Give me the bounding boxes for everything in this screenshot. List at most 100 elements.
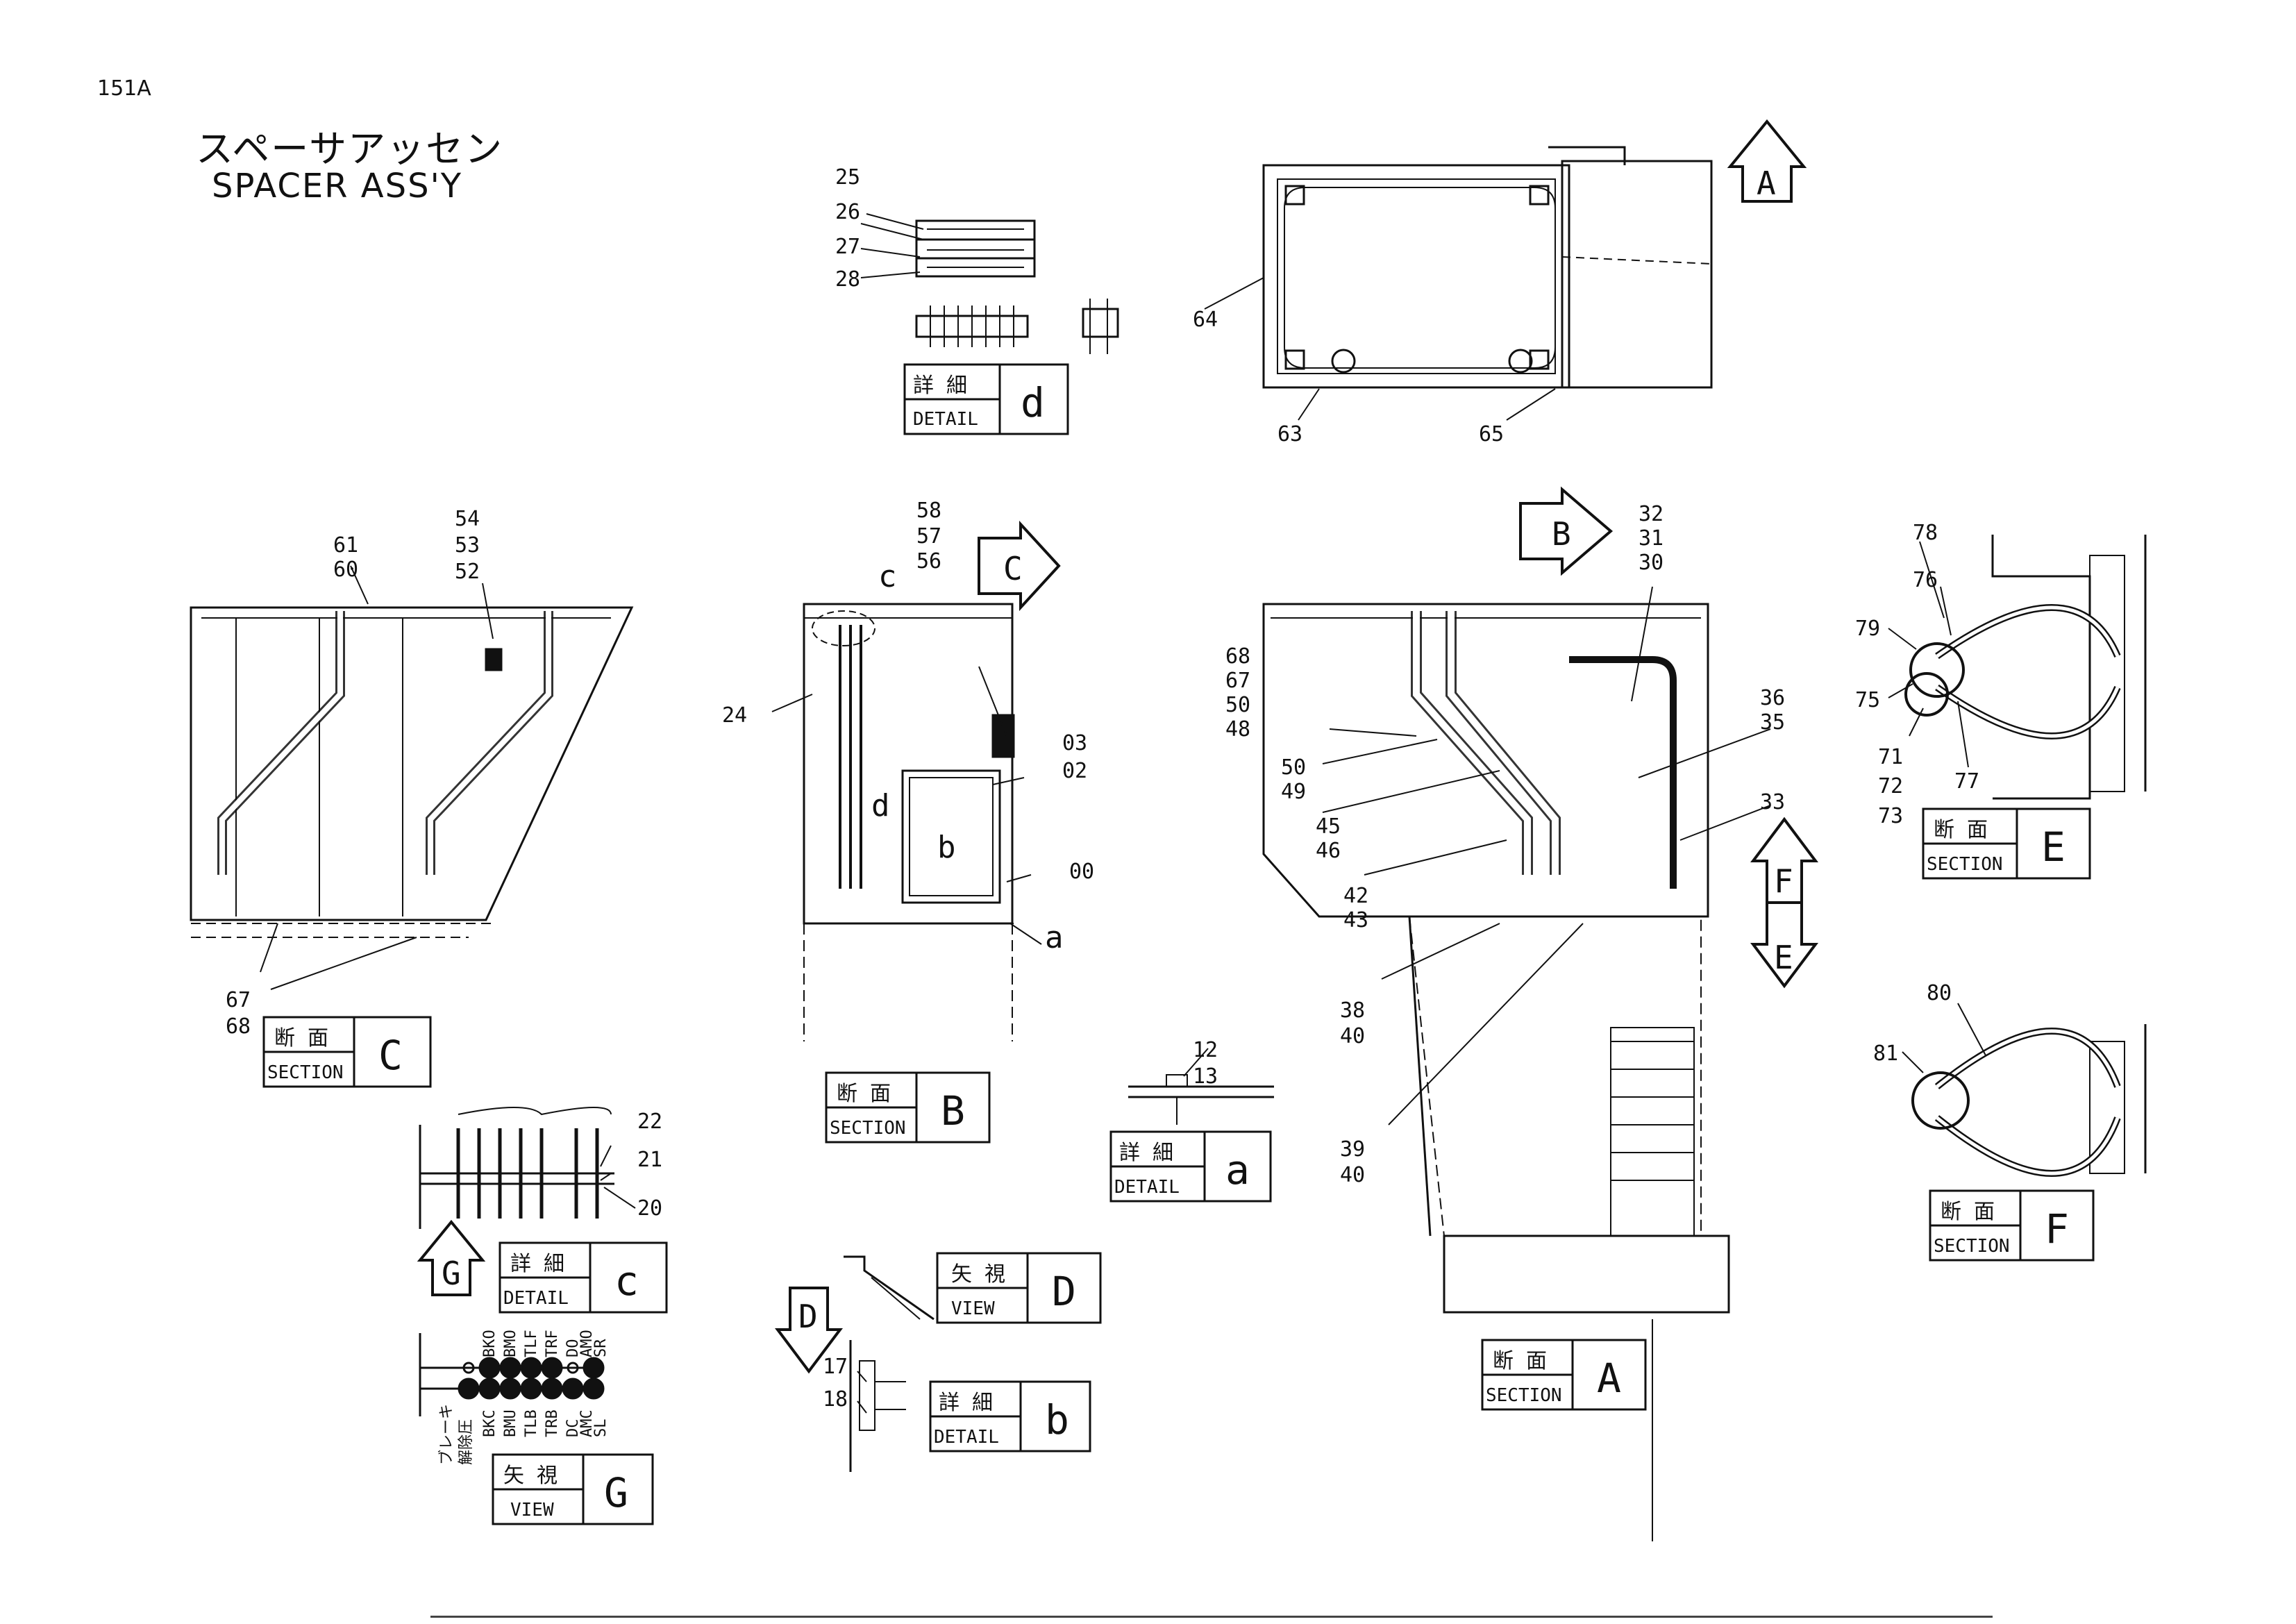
arrow-e-shape [1750,901,1818,989]
callout-58: 58 [916,499,941,523]
section-a-ja: 断 面 [1493,1349,1547,1373]
section-c-drawing [190,565,634,990]
view-g-top-1: BKO [481,1330,498,1357]
page-id: 151A [97,76,151,101]
detail-d-drawing [860,213,1119,354]
callout-49: 49 [1281,780,1306,804]
section-e-en: SECTION [1927,854,2003,875]
callout-17: 17 [823,1355,848,1379]
view-d-ja: 矢 視 [951,1262,1005,1287]
arrow-a-shape [1727,119,1807,203]
callout-35: 35 [1760,710,1785,735]
view-g-top-2: BMO [502,1330,519,1357]
section-e-letter: E [2041,823,2065,871]
view-g-en: VIEW [510,1500,554,1521]
callout-65: 65 [1479,422,1504,446]
section-c-letter: C [378,1032,403,1079]
section-a-drawing [1262,586,1771,1541]
callout-27: 27 [835,235,860,259]
callout-73: 73 [1878,804,1903,828]
view-g-bottom-5: DC [564,1419,582,1438]
section-f-ja: 断 面 [1941,1200,1995,1224]
view-g-top-3: TLF [523,1330,540,1357]
callout-00: 00 [1069,860,1094,884]
detail-c-letter: c [614,1257,639,1305]
callout-81: 81 [1873,1041,1898,1066]
callout-64: 64 [1193,308,1218,332]
arrow-d-label: D [798,1298,818,1335]
callout-21: 21 [637,1148,662,1172]
detail-a-ja: 詳 細 [1119,1141,1173,1165]
callout-03: 03 [1062,731,1087,755]
view-g-bottom-2: BMU [502,1409,519,1437]
callout-40: 40 [1340,1024,1365,1048]
detail-b-letter: b [1045,1396,1069,1443]
view-g-release-label: 解除圧 [458,1419,475,1465]
view-g-brake-label: ブレーキ [438,1404,455,1465]
callout-25: 25 [835,165,860,190]
callout-67-a: 67 [1225,669,1250,693]
detail-c-drawing [419,1107,636,1229]
view-g-top-5: DO [564,1339,582,1358]
plan-view-drawing [1204,146,1713,421]
section-f-letter: F [2045,1205,2069,1253]
section-e-ja: 断 面 [1934,818,1988,842]
callout-68: 68 [226,1014,251,1039]
callout-57: 57 [916,524,941,549]
section-f-en: SECTION [1934,1236,2010,1257]
callout-63: 63 [1277,422,1302,446]
section-b-ja: 断 面 [837,1082,891,1106]
callout-79: 79 [1855,617,1880,641]
callout-22: 22 [637,1110,662,1134]
section-b-drawing [771,603,1042,1041]
arrow-e-label: E [1774,939,1793,976]
callout-53: 53 [455,533,480,558]
callout-52: 52 [455,560,480,584]
callout-28: 28 [835,267,860,292]
arrow-b-label: B [1552,515,1571,553]
detail-a-drawing [1128,1048,1274,1125]
section-c-en: SECTION [267,1062,344,1083]
detail-c-en: DETAIL [503,1288,569,1309]
callout-67: 67 [226,988,251,1012]
callout-26: 26 [835,200,860,224]
detail-d-ja: 詳 細 [913,374,967,398]
callout-45: 45 [1316,814,1341,839]
label-c: c [878,559,897,594]
callout-30: 30 [1639,551,1664,575]
section-b-en: SECTION [830,1118,906,1139]
arrow-g-label: G [442,1255,461,1292]
callout-20: 20 [637,1196,662,1221]
callout-40-a: 40 [1340,1163,1365,1187]
detail-b-en: DETAIL [934,1427,999,1448]
view-g-bottom-7: SL [592,1419,610,1438]
label-b: b [937,830,956,865]
arrow-c-shape [978,520,1061,612]
detail-d-en: DETAIL [913,409,978,430]
callout-71: 71 [1878,745,1903,769]
view-d-letter: D [1052,1268,1076,1315]
view-d-en: VIEW [951,1298,995,1319]
section-c-ja: 断 面 [274,1026,328,1050]
detail-b-drawing [849,1340,906,1472]
section-f-drawing [1902,1003,2147,1177]
callout-72: 72 [1878,774,1903,798]
callout-54: 54 [455,507,480,531]
callout-76: 76 [1913,568,1938,592]
callout-56: 56 [916,549,941,574]
section-a-letter: A [1597,1355,1621,1402]
callout-12: 12 [1193,1038,1218,1062]
callout-50-a: 50 [1281,755,1306,780]
callout-68-a: 68 [1225,644,1250,669]
callout-77: 77 [1954,769,1979,794]
detail-b-ja: 詳 細 [939,1391,993,1415]
callout-33: 33 [1760,790,1785,814]
callout-18: 18 [823,1387,848,1412]
callout-02: 02 [1062,759,1087,783]
callout-80: 80 [1927,981,1952,1005]
callout-46: 46 [1316,839,1341,863]
view-g-drawing [419,1333,605,1416]
detail-d-letter: d [1021,379,1045,426]
arrow-d-shape [775,1287,843,1374]
title-english: SPACER ASS'Y [212,167,463,206]
